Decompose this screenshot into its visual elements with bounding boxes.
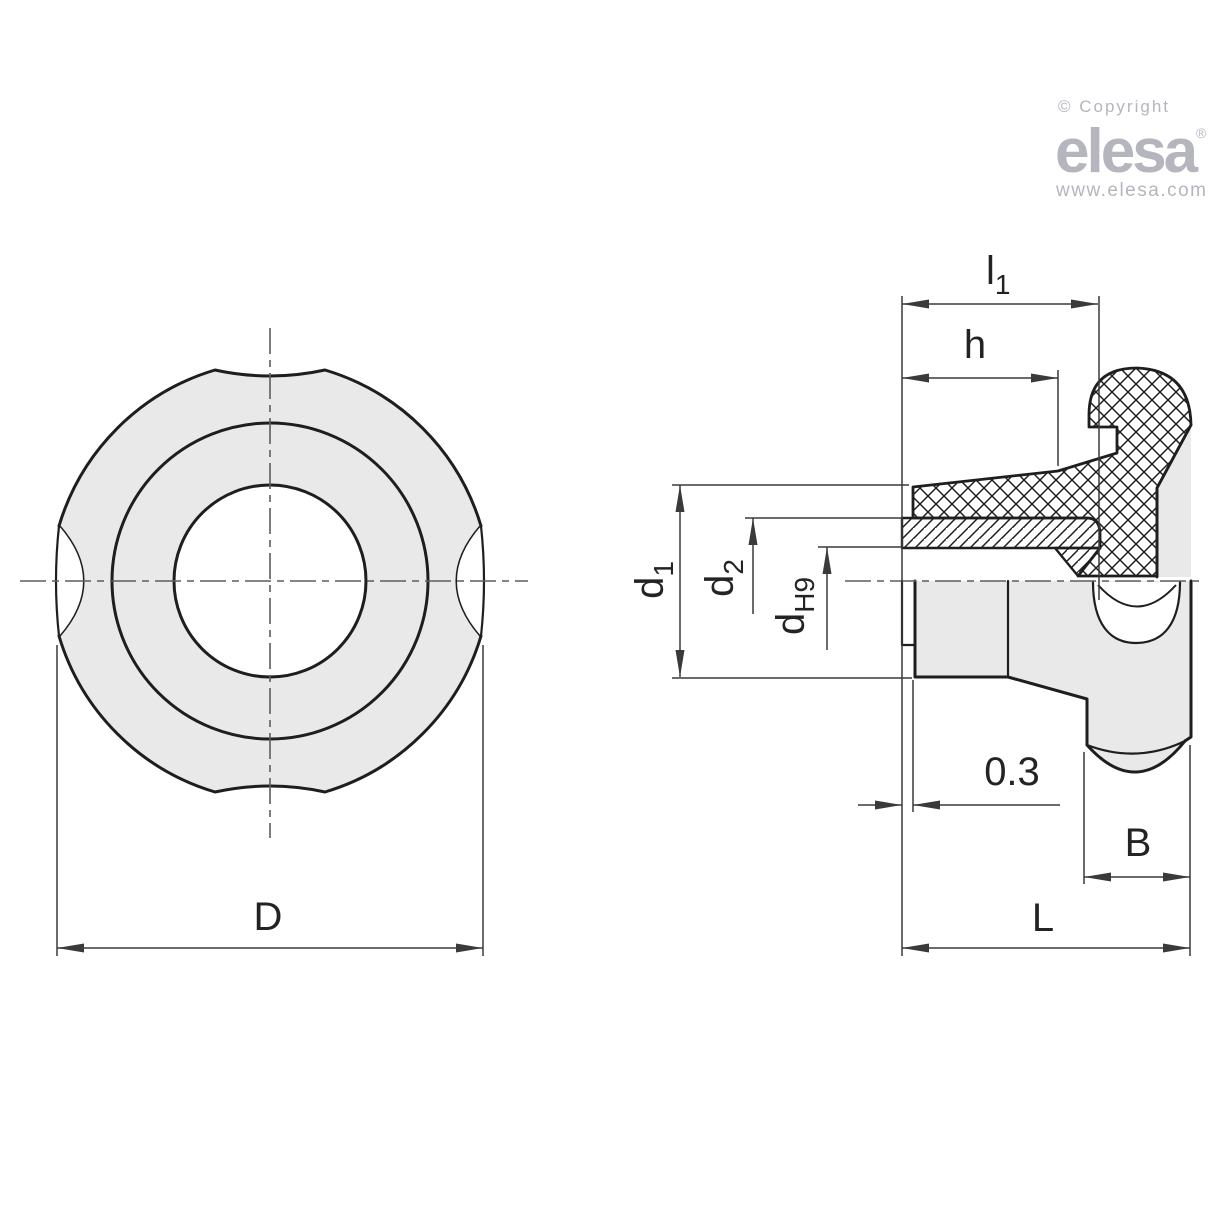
dim-label-l1: l1 bbox=[986, 249, 1010, 300]
front-view: D bbox=[20, 328, 528, 956]
insert-section-band bbox=[900, 516, 1102, 550]
dimension-d2: d2 bbox=[698, 517, 902, 614]
branding-block: © Copyright elesa ® www.elesa.com bbox=[1055, 97, 1208, 201]
dimension-h: h bbox=[902, 323, 1059, 466]
dimension-L: L bbox=[902, 896, 1190, 953]
knob-back-edge bbox=[1183, 579, 1193, 743]
registered-mark: ® bbox=[1196, 125, 1207, 141]
dimension-d1: d1 bbox=[628, 484, 912, 679]
knob-side-outline bbox=[913, 579, 1187, 774]
dimension-D: D bbox=[56, 645, 484, 956]
behind-section-surface bbox=[1157, 425, 1191, 577]
dimension-dH9: dH9 bbox=[769, 546, 902, 650]
side-recess-inner-arc bbox=[1097, 584, 1177, 608]
dimension-l1: l1 bbox=[901, 249, 1100, 956]
dim-label-h: h bbox=[964, 323, 986, 367]
copyright-text: © Copyright bbox=[1058, 97, 1170, 116]
dim-label-offset: 0.3 bbox=[984, 750, 1040, 794]
side-recess-arc bbox=[1091, 580, 1182, 645]
side-recess-pocket bbox=[1093, 582, 1180, 643]
insert-section-wedge bbox=[1053, 546, 1102, 578]
bottom-recess-inner-arc bbox=[1085, 739, 1187, 755]
dim-label-B: B bbox=[1125, 821, 1152, 865]
insert-protrusion-edge bbox=[900, 579, 917, 647]
elesa-logo: elesa bbox=[1055, 117, 1199, 186]
dim-label-d2: d2 bbox=[698, 559, 749, 597]
dim-label-D: D bbox=[254, 895, 283, 939]
dimension-B: B bbox=[1083, 745, 1191, 956]
dim-label-L: L bbox=[1032, 896, 1054, 940]
side-section-view: l1 h d1 d2 dH9 0.3 bbox=[628, 249, 1205, 956]
dimension-offset-03: 0.3 bbox=[858, 680, 1060, 812]
website-text: www.elesa.com bbox=[1055, 180, 1208, 201]
dim-label-d1: d1 bbox=[628, 561, 679, 599]
dim-label-dH9: dH9 bbox=[769, 577, 820, 635]
